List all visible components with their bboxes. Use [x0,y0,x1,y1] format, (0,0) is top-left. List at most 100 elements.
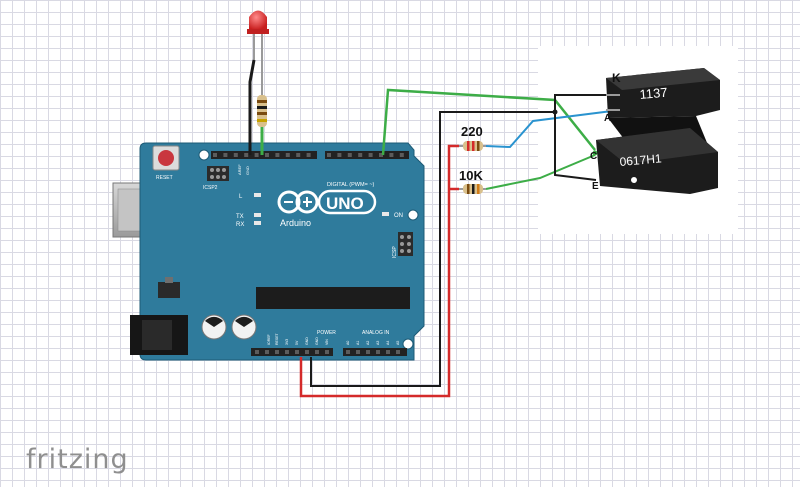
header-pin [295,350,299,354]
analog-header [343,348,407,356]
green-wire-10k [485,154,596,190]
header-pin [223,153,228,157]
sensor-pin-e-label: E [592,181,599,192]
pin-label-gnd: GND [315,337,319,345]
resistor-220-label: 220 [461,124,483,139]
voltage-regulator [158,277,180,298]
svg-text:TX: TX [236,214,244,220]
header-pin [386,350,390,354]
sensor-bottom-marking: 0617H1 [619,151,662,169]
power-pin-holes [255,350,329,354]
arduino-uno-board: RESET ICSP2 AREF GND DIGITAL (PWM= ~) L … [112,142,425,361]
capacitor [231,314,257,340]
pin-label-ioref: IOREF [267,334,271,345]
svg-text:L: L [239,194,243,200]
digital-pin-holes [213,153,404,157]
black-ground-wire [310,94,620,387]
wire-junction [592,150,598,156]
microcontroller-chip [256,287,410,309]
header-pin [255,350,259,354]
header-pin [213,153,217,157]
red-led [247,10,269,60]
header-pin [327,153,331,157]
uno-logo-text: UNO [326,194,364,213]
blue-wire-220 [485,109,621,149]
header-pin [275,350,279,354]
icsp-header [398,232,413,256]
mounting-hole [198,149,210,161]
reset-label: RESET [156,175,173,181]
header-pin [347,153,352,157]
black-wire-e [554,112,597,181]
dc-power-jack [130,315,188,355]
header-pin [366,350,370,354]
analog-label: ANALOG IN [362,330,390,336]
pin-label-a1: A1 [356,341,360,345]
pin-label-a2: A2 [366,341,370,345]
slot-optical-sensor [596,68,720,194]
arduino-logo: UNO Arduino [277,189,377,228]
onboard-led-tx: TX [236,213,261,220]
pin-label-reset: RESET [275,332,279,345]
header-pin [358,153,363,157]
sensor-pin-c-label: C [590,151,597,162]
header-pin [337,153,342,157]
pin-label-a4: A4 [386,341,390,345]
header-pin [265,350,269,354]
analog-pin-holes [346,350,400,354]
sensor-pin-a-label: A [604,113,611,124]
header-pin [379,153,383,157]
green-wire-digital [381,88,596,156]
header-pin [296,153,301,157]
resistor-10k [459,184,486,194]
sensor-pin-k-label: K [612,71,621,85]
onboard-led-l: L [239,193,261,200]
header-pin [399,153,404,157]
header-pin [376,350,380,354]
header-pin [356,350,360,354]
pin-label-vin: VIN [325,339,329,345]
power-pin-labels: IOREF RESET 3V3 5V GND GND VIN [267,332,329,345]
svg-text:RX: RX [236,222,244,228]
header-pin [285,350,289,354]
power-label: POWER [317,330,336,336]
digital-header-left [211,151,317,159]
pin-label-3v3: 3V3 [285,339,289,345]
resistor-220 [459,141,486,151]
header-pin [254,153,259,157]
svg-text:ON: ON [394,213,403,219]
header-pin [233,153,238,157]
header-pin [315,350,319,354]
led-ground-wire [248,59,256,155]
fritzing-brand: fritzing [26,444,129,475]
header-pin [389,153,394,157]
red-power-wire [299,144,459,398]
wire-junction [552,109,558,115]
header-pin [306,153,311,157]
header-pin [368,153,373,157]
icsp2-label: ICSP2 [203,185,218,191]
onboard-led-rx: RX [236,221,261,228]
power-header [251,348,333,356]
pin-label-a5: A5 [396,341,400,345]
digital-label: DIGITAL (PWM= ~) [327,182,375,188]
icsp2-header [207,166,229,181]
analog-pin-labels: A0 A1 A2 A3 A4 A5 [346,341,400,345]
mounting-hole [407,209,419,221]
pin-label-a3: A3 [376,341,380,345]
pin-label-gnd: GND [305,337,309,345]
pin-label-5v: 5V [295,340,299,345]
digital-header-right [325,151,409,159]
led-resistor [257,95,267,127]
icsp-label: ICSP [392,246,398,258]
capacitor [201,314,227,340]
sensor-top-marking: 1137 [639,85,668,102]
header-pin [346,350,350,354]
arduino-wordmark: Arduino [280,218,311,228]
header-pin [325,350,329,354]
onboard-led-on: ON [382,212,403,219]
resistor-10k-label: 10K [459,168,483,183]
header-pin [285,153,290,157]
header-pin [305,350,309,354]
